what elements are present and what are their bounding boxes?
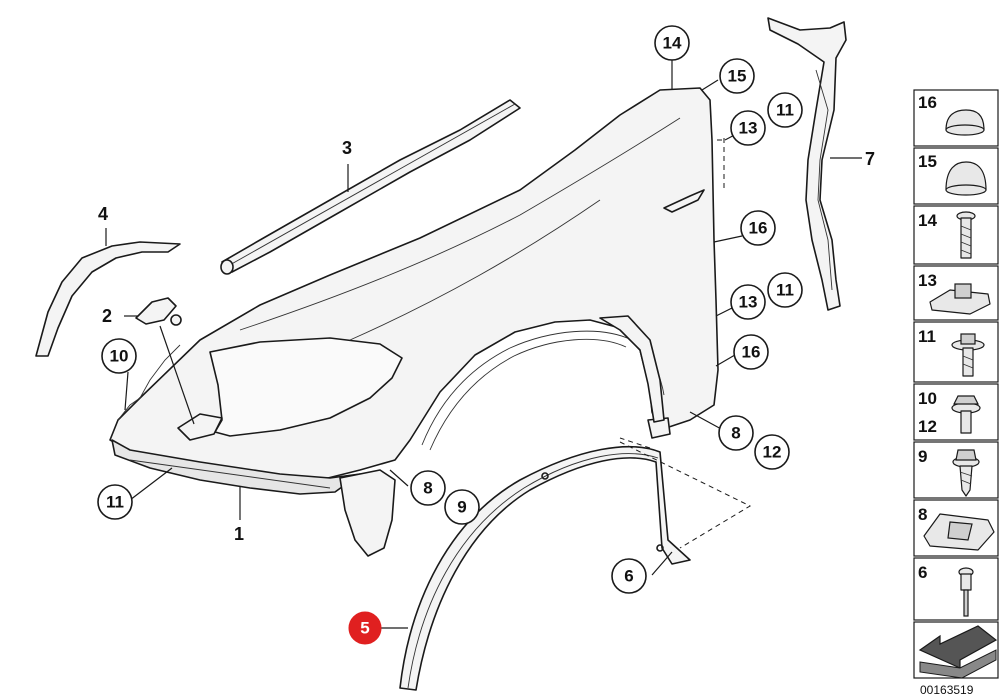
- hex-collar-screw-icon: [951, 395, 981, 434]
- callout-text: 13: [739, 293, 758, 312]
- direction-arrow-icon: [918, 625, 998, 679]
- legend-item-9[interactable]: 9: [913, 441, 999, 499]
- rivet-icon: [958, 567, 974, 617]
- legend-label: 15: [918, 152, 937, 171]
- callout-text: 5: [360, 619, 369, 638]
- seal-strip: [220, 99, 521, 275]
- small-cover: [135, 297, 182, 326]
- legend-label: 8: [918, 505, 927, 524]
- callout-5-highlighted[interactable]: 5: [348, 611, 382, 645]
- callout-11[interactable]: 11: [97, 484, 133, 520]
- callout-text: 11: [776, 281, 794, 300]
- callout-text: 14: [663, 34, 682, 53]
- clip-nut-icon: [929, 283, 991, 315]
- callout-text: 10: [110, 347, 129, 366]
- legend-label-secondary: 12: [918, 417, 937, 436]
- front-bracket: [35, 241, 181, 357]
- callout-text: 16: [742, 343, 761, 362]
- callout-11[interactable]: 11: [767, 92, 803, 128]
- reference-number: 00163519: [920, 683, 974, 697]
- callout-14[interactable]: 14: [654, 25, 690, 61]
- collar-screw-icon: [951, 333, 985, 377]
- arch-liner-lip: [599, 315, 665, 423]
- legend-item-6[interactable]: 6: [913, 557, 999, 621]
- legend-item-14[interactable]: 14: [913, 205, 999, 265]
- legend-label: 11: [918, 327, 936, 346]
- callout-8[interactable]: 8: [718, 415, 754, 451]
- callout-text: 13: [739, 119, 758, 138]
- callout-text: 11: [106, 493, 124, 512]
- label-part-7: 7: [865, 149, 875, 169]
- label-part-2: 2: [102, 306, 112, 326]
- callout-text: 12: [763, 443, 782, 462]
- callout-10[interactable]: 10: [101, 338, 137, 374]
- label-part-3: 3: [342, 138, 352, 158]
- legend-label: 16: [918, 93, 937, 112]
- label-part-1: 1: [234, 524, 244, 544]
- callout-15[interactable]: 15: [719, 58, 755, 94]
- legend-item-16[interactable]: 16: [913, 89, 999, 147]
- legend-label: 10: [918, 389, 937, 408]
- legend-label: 9: [918, 447, 927, 466]
- callout-13[interactable]: 13: [730, 110, 766, 146]
- callout-13[interactable]: 13: [730, 284, 766, 320]
- callout-text: 9: [457, 498, 466, 517]
- legend-label: 6: [918, 563, 927, 582]
- legend-item-15[interactable]: 15: [913, 147, 999, 205]
- plug-cap-flat-icon: [945, 109, 985, 136]
- legend-item-10-12[interactable]: 10 12: [913, 383, 999, 441]
- callout-16[interactable]: 16: [740, 210, 776, 246]
- callout-text: 8: [731, 424, 740, 443]
- spring-nut-icon: [923, 513, 995, 551]
- legend-item-11[interactable]: 11: [913, 321, 999, 383]
- callout-text: 6: [624, 567, 633, 586]
- tapping-screw-icon: [952, 449, 980, 497]
- callout-11[interactable]: 11: [767, 272, 803, 308]
- callout-text: 16: [749, 219, 768, 238]
- legend-item-direction[interactable]: [913, 621, 999, 679]
- screw-icon: [956, 211, 976, 259]
- plug-cap-dome-icon: [945, 161, 987, 196]
- label-part-4: 4: [98, 204, 108, 224]
- callout-text: 8: [423, 479, 432, 498]
- callout-9[interactable]: 9: [444, 489, 480, 525]
- rear-seal-strip: [767, 17, 847, 311]
- callout-12[interactable]: 12: [754, 434, 790, 470]
- assembly-lines: [619, 138, 752, 549]
- hardware-legend: 16 15 14 13: [913, 89, 999, 679]
- callout-text: 11: [776, 101, 794, 120]
- callout-16[interactable]: 16: [733, 334, 769, 370]
- wheel-arch-trim: [399, 445, 691, 691]
- legend-label: 13: [918, 271, 937, 290]
- legend-label: 14: [918, 211, 937, 230]
- callout-6[interactable]: 6: [611, 558, 647, 594]
- legend-item-8[interactable]: 8: [913, 499, 999, 557]
- callout-text: 15: [728, 67, 747, 86]
- legend-item-13[interactable]: 13: [913, 265, 999, 321]
- callout-8[interactable]: 8: [410, 470, 446, 506]
